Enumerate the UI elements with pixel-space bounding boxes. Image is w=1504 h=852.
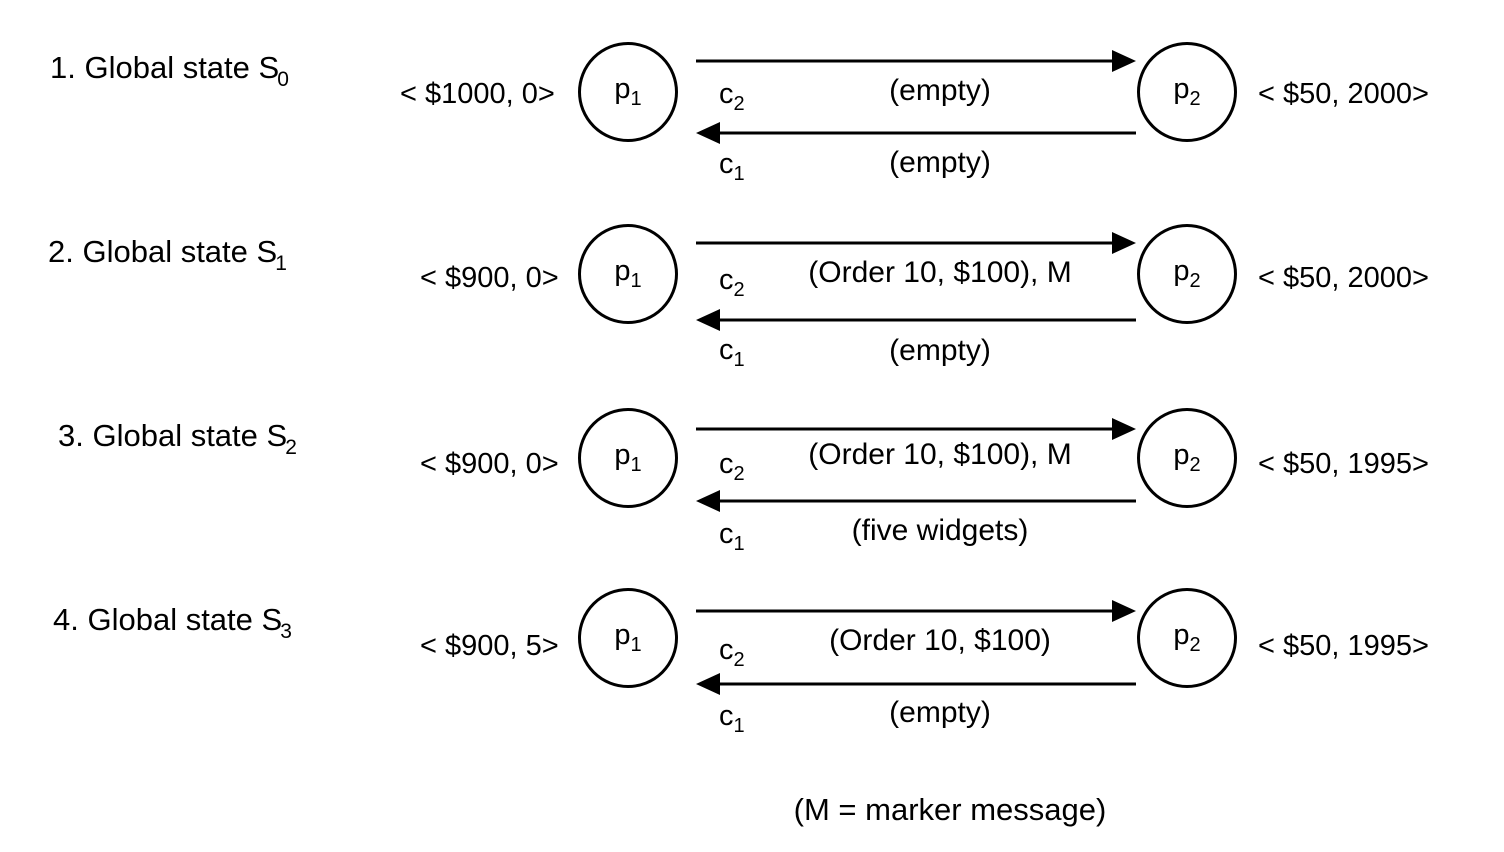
global-state-row-1: 1. Global state S0 < $1000, 0> p1 p2 < $… xyxy=(0,30,1504,190)
channel-c2-message: (Order 10, $100), M xyxy=(808,438,1072,471)
channel-c1-message: (empty) xyxy=(889,696,991,729)
p1-state-value: < $900, 0> xyxy=(420,448,559,480)
p2-state-value: < $50, 2000> xyxy=(1258,78,1429,110)
process-p2-label: p2 xyxy=(1173,73,1201,110)
channel-c2-label: c2 xyxy=(719,264,745,301)
state-title: 2. Global state S1 xyxy=(48,234,287,275)
state-title: 4. Global state S3 xyxy=(53,602,292,643)
process-p1-label: p1 xyxy=(614,73,642,110)
process-p1: p1 xyxy=(578,408,678,508)
process-p1: p1 xyxy=(578,224,678,324)
process-p2: p2 xyxy=(1137,42,1237,142)
process-p1: p1 xyxy=(578,588,678,688)
channel-c1-label: c1 xyxy=(719,518,745,555)
channel-c2-message: (empty) xyxy=(889,74,991,107)
channel-c2-message: (Order 10, $100) xyxy=(829,624,1051,657)
p1-state-value: < $900, 0> xyxy=(420,262,559,294)
global-state-row-2: 2. Global state S1 < $900, 0> p1 p2 < $5… xyxy=(0,214,1504,374)
channel-c1-message: (empty) xyxy=(889,334,991,367)
process-p2: p2 xyxy=(1137,588,1237,688)
process-p1-label: p1 xyxy=(614,619,642,656)
channel-c1-message: (empty) xyxy=(889,146,991,179)
channel-c1-label: c1 xyxy=(719,334,745,371)
process-p2: p2 xyxy=(1137,224,1237,324)
process-p2-label: p2 xyxy=(1173,255,1201,292)
channel-c2-label: c2 xyxy=(719,78,745,115)
p1-state-value: < $900, 5> xyxy=(420,630,559,662)
channel-c1-message: (five widgets) xyxy=(851,514,1029,547)
channel-c2-message: (Order 10, $100), M xyxy=(808,256,1072,289)
process-p2-label: p2 xyxy=(1173,439,1201,476)
p2-state-value: < $50, 1995> xyxy=(1258,448,1429,480)
channel-c1-label: c1 xyxy=(719,148,745,185)
state-title: 3. Global state S2 xyxy=(58,418,297,459)
process-p1: p1 xyxy=(578,42,678,142)
p2-state-value: < $50, 1995> xyxy=(1258,630,1429,662)
process-p1-label: p1 xyxy=(614,255,642,292)
process-p2: p2 xyxy=(1137,408,1237,508)
process-p2-label: p2 xyxy=(1173,619,1201,656)
p1-state-value: < $1000, 0> xyxy=(400,78,555,110)
channel-c1-label: c1 xyxy=(719,700,745,737)
p2-state-value: < $50, 2000> xyxy=(1258,262,1429,294)
state-title: 1. Global state S0 xyxy=(50,50,289,91)
global-state-row-4: 4. Global state S3 < $900, 5> p1 p2 < $5… xyxy=(0,582,1504,742)
global-state-row-3: 3. Global state S2 < $900, 0> p1 p2 < $5… xyxy=(0,398,1504,558)
channel-c2-label: c2 xyxy=(719,634,745,671)
process-p1-label: p1 xyxy=(614,439,642,476)
channel-c2-label: c2 xyxy=(719,448,745,485)
legend-marker-message: (M = marker message) xyxy=(793,792,1107,827)
